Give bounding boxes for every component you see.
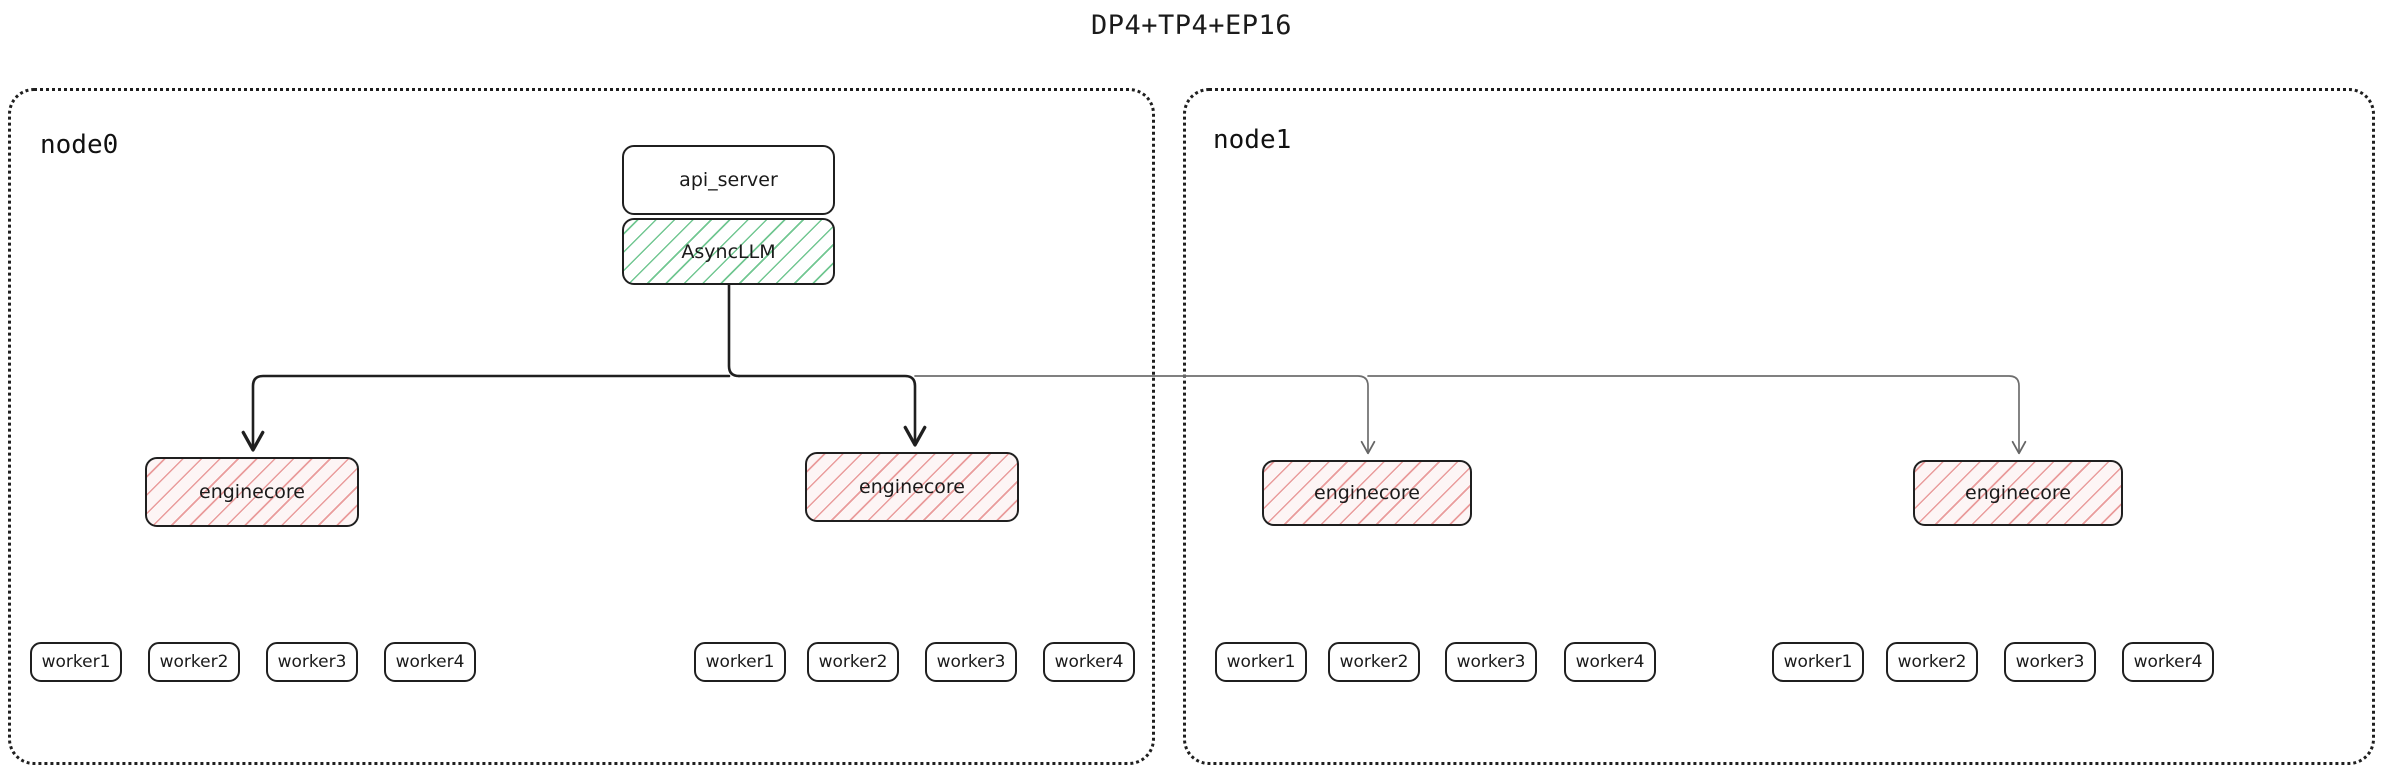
worker-label: worker3 [936, 652, 1006, 672]
worker-label: worker2 [818, 652, 888, 672]
enginecore-node0-0[interactable]: enginecore [145, 457, 359, 527]
worker-node1-0-4[interactable]: worker4 [1564, 642, 1656, 682]
worker-node0-1-1[interactable]: worker1 [694, 642, 786, 682]
worker-node1-1-1[interactable]: worker1 [1772, 642, 1864, 682]
worker-node1-0-3[interactable]: worker3 [1445, 642, 1537, 682]
block-api-server[interactable]: api_server [622, 145, 835, 215]
enginecore-node0-0-label: enginecore [199, 481, 305, 503]
worker-node0-1-3[interactable]: worker3 [925, 642, 1017, 682]
worker-node1-0-2[interactable]: worker2 [1328, 642, 1420, 682]
worker-label: worker4 [395, 652, 465, 672]
worker-node1-0-1[interactable]: worker1 [1215, 642, 1307, 682]
enginecore-node1-1-label: enginecore [1965, 482, 2071, 504]
worker-label: worker2 [159, 652, 229, 672]
node-label-node1: node1 [1213, 125, 1292, 155]
worker-node1-1-2[interactable]: worker2 [1886, 642, 1978, 682]
worker-node0-1-4[interactable]: worker4 [1043, 642, 1135, 682]
worker-label: worker3 [1456, 652, 1526, 672]
worker-label: worker4 [1054, 652, 1124, 672]
worker-label: worker4 [2133, 652, 2203, 672]
block-api-server-label: api_server [679, 169, 778, 191]
worker-node0-0-4[interactable]: worker4 [384, 642, 476, 682]
worker-label: worker2 [1897, 652, 1967, 672]
worker-label: worker2 [1339, 652, 1409, 672]
worker-node0-0-3[interactable]: worker3 [266, 642, 358, 682]
block-async-llm[interactable]: AsyncLLM [622, 218, 835, 285]
enginecore-node1-1[interactable]: enginecore [1913, 460, 2123, 526]
worker-label: worker1 [1226, 652, 1296, 672]
worker-node0-0-1[interactable]: worker1 [30, 642, 122, 682]
enginecore-node1-0-label: enginecore [1314, 482, 1420, 504]
worker-node1-1-4[interactable]: worker4 [2122, 642, 2214, 682]
enginecore-node1-0[interactable]: enginecore [1262, 460, 1472, 526]
page-title: DP4+TP4+EP16 [1090, 10, 1293, 41]
worker-node1-1-3[interactable]: worker3 [2004, 642, 2096, 682]
enginecore-node0-1-label: enginecore [859, 476, 965, 498]
block-async-llm-label: AsyncLLM [681, 240, 776, 263]
worker-node0-0-2[interactable]: worker2 [148, 642, 240, 682]
worker-label: worker3 [277, 652, 347, 672]
worker-label: worker1 [1783, 652, 1853, 672]
worker-node0-1-2[interactable]: worker2 [807, 642, 899, 682]
worker-label: worker4 [1575, 652, 1645, 672]
node-label-node0: node0 [40, 130, 119, 160]
enginecore-node0-1[interactable]: enginecore [805, 452, 1019, 522]
worker-label: worker1 [705, 652, 775, 672]
worker-label: worker3 [2015, 652, 2085, 672]
worker-label: worker1 [41, 652, 111, 672]
